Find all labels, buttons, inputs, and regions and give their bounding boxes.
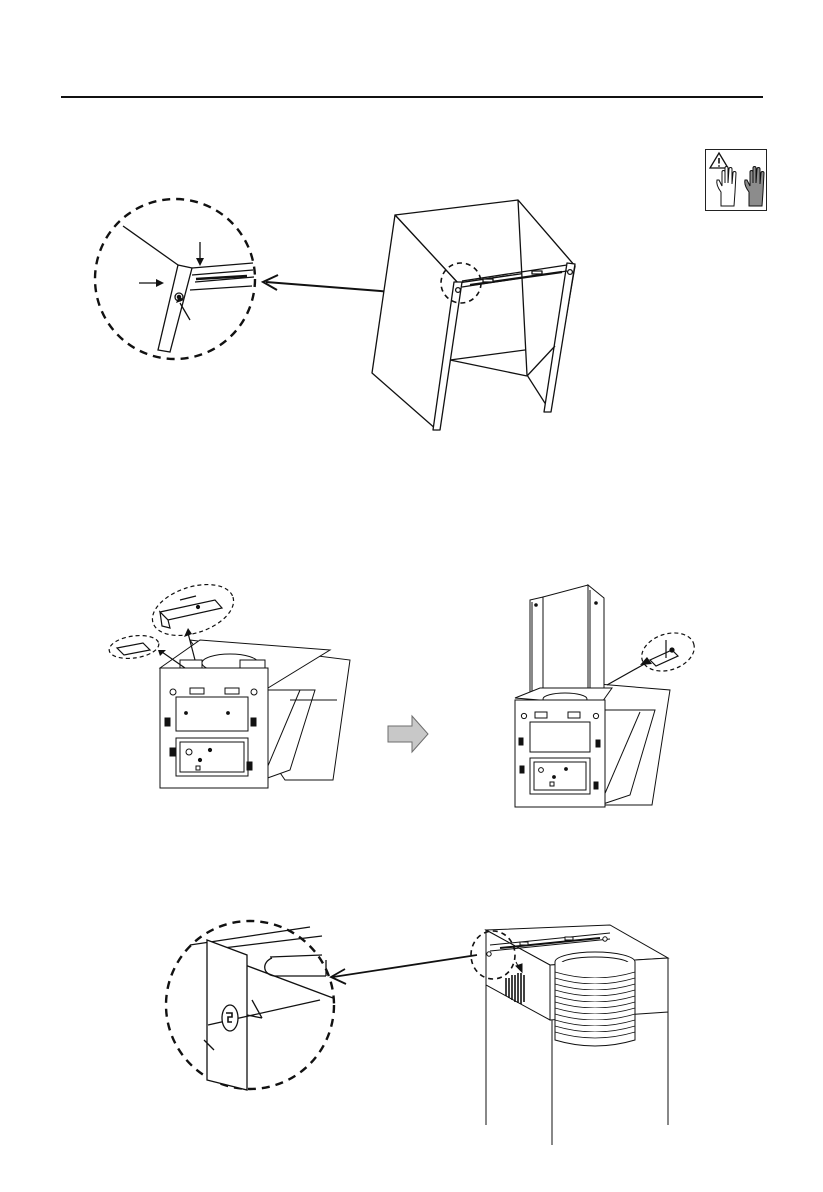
- step3-chimney: [486, 925, 668, 1145]
- step3-detail-contents: [190, 927, 333, 1090]
- step3-detail-circle: [166, 921, 334, 1089]
- step3-callout-arrow: [331, 955, 477, 984]
